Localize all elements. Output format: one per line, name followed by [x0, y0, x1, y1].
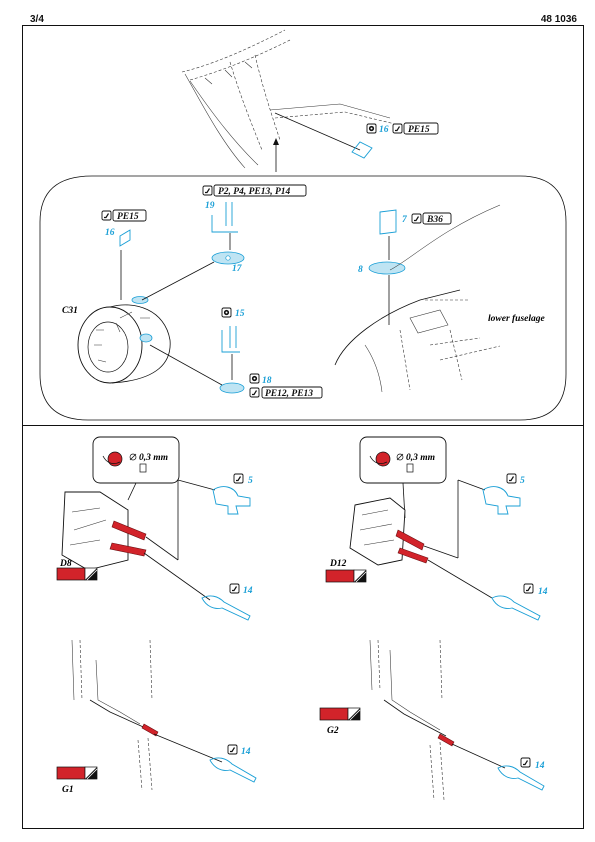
part-number-7: 7	[402, 215, 408, 225]
part-number-17: 17	[232, 264, 243, 274]
ref-b36: B36	[426, 215, 443, 225]
remove-part-icon	[101, 210, 112, 221]
leader-g1	[153, 733, 223, 763]
label-g1: G1	[62, 785, 74, 795]
leader-d12-lower	[427, 559, 493, 599]
assembly-d12	[349, 497, 429, 566]
thickness-label-left: 0,3 mm	[139, 453, 168, 463]
pe-part-7	[379, 209, 397, 235]
catalog-number: 48 1036	[540, 14, 577, 25]
detail-callout-box	[39, 175, 567, 421]
pe-part-19	[211, 202, 238, 233]
part-number-16: 16	[105, 228, 115, 238]
paint-chip-g1	[56, 766, 98, 780]
fuselage-top-sketch	[181, 29, 396, 169]
bend-icon	[506, 473, 517, 484]
ref-pe12-pe13: PE12, PE13	[265, 389, 313, 399]
label-g2: G2	[327, 726, 339, 736]
part-number-14-right: 14	[538, 587, 548, 597]
assembly-d8	[61, 491, 147, 571]
label-lower-fuselage: lower fuselage	[488, 314, 546, 324]
bend-icon	[229, 583, 240, 594]
pe-part-8	[368, 261, 406, 275]
part-number-19: 19	[205, 201, 215, 211]
page-number: 3/4	[30, 14, 44, 25]
bend-icon	[233, 473, 244, 484]
bend-icon	[227, 744, 238, 755]
photo-etch-icon	[366, 123, 377, 134]
lower-fuselage-sketch	[334, 204, 501, 393]
pe-part-5-left	[212, 486, 251, 515]
part-number-5-right: 5	[520, 476, 525, 486]
part-number-14-g1: 14	[241, 747, 251, 757]
bend-icon	[520, 757, 531, 768]
part-number-18: 18	[262, 376, 272, 386]
detail-thickness-left	[92, 436, 180, 484]
ref-pe15-left: PE15	[117, 212, 139, 222]
part-number-15: 15	[235, 309, 245, 319]
leader-pe16-top	[274, 112, 361, 151]
label-d8: D8	[59, 559, 72, 569]
part-number-5-left: 5	[248, 476, 253, 486]
pe-part-16-top	[351, 141, 373, 159]
paint-chip-d8	[56, 567, 98, 581]
pe-part-14-g1	[209, 757, 257, 783]
thickness-label-right: 0,3 mm	[406, 453, 435, 463]
paint-chip-d12	[325, 569, 367, 583]
label-d12: D12	[329, 559, 347, 569]
remove-part-icon	[249, 387, 260, 398]
leader-d8-lower	[143, 552, 211, 601]
ref-p-group: P2, P4, PE13, P14	[218, 187, 291, 197]
pe-part-18	[219, 382, 245, 394]
assembly-g1	[71, 639, 159, 791]
remove-part-icon	[411, 213, 422, 224]
leader-18	[149, 344, 223, 386]
part-number-8: 8	[358, 265, 363, 275]
leader-17	[141, 261, 215, 301]
part-c31-housing	[77, 296, 171, 384]
bend-icon	[523, 583, 534, 594]
remove-part-icon	[392, 123, 403, 134]
remove-part-icon	[202, 185, 213, 196]
leader-d8-upper	[145, 536, 179, 561]
paint-chip-g2	[319, 707, 361, 721]
pe-part-14-left	[201, 595, 251, 621]
ref-pe15-top: PE15	[408, 125, 430, 135]
leader-d12-upper	[423, 545, 459, 559]
pe-part-14-g2	[497, 765, 545, 791]
instruction-frame	[22, 25, 584, 829]
pe-part-15	[221, 326, 240, 353]
part-number-14-g2: 14	[535, 761, 545, 771]
pe-part-16	[119, 229, 131, 247]
part-number-14-left: 14	[243, 586, 253, 596]
pe-part-5-right	[482, 486, 521, 515]
detail-thickness-right	[359, 436, 447, 484]
part-number-16-top: 16	[379, 125, 389, 135]
assembly-g2	[369, 639, 455, 801]
section-divider	[22, 425, 584, 426]
photo-etch-icon	[221, 307, 232, 318]
leader-g2	[451, 743, 506, 769]
photo-etch-icon	[249, 373, 260, 384]
pe-part-14-right	[491, 595, 541, 621]
label-c31: C31	[62, 306, 78, 316]
